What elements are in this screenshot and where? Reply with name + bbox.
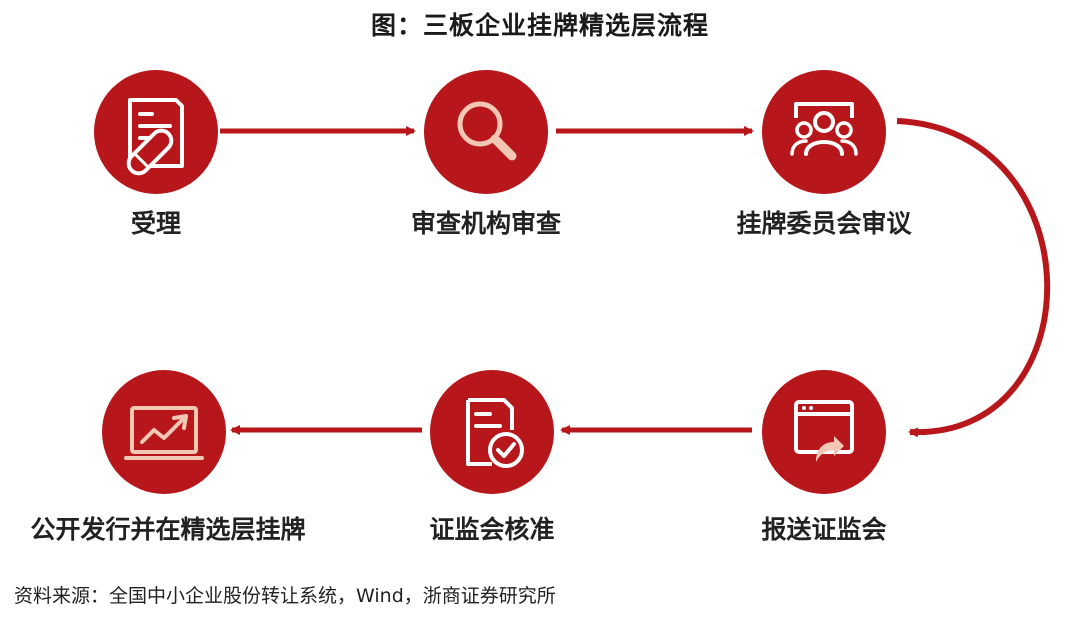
- trend-monitor-icon: [124, 406, 204, 460]
- step-node-committee: [762, 70, 886, 194]
- upload-window-icon: [794, 400, 854, 462]
- document-pen-icon: [126, 98, 184, 176]
- step-label-submit: 报送证监会: [761, 515, 887, 544]
- step-node-submit: [762, 370, 886, 494]
- step-node-listing: [102, 370, 226, 494]
- diagram-title: 图：三板企业挂牌精选层流程: [370, 11, 709, 40]
- step-label-committee: 挂牌委员会审议: [736, 209, 912, 238]
- step-label-listing: 公开发行并在精选层挂牌: [30, 515, 306, 544]
- step-node-approve: [430, 370, 554, 494]
- step-node-review: [424, 70, 548, 194]
- magnifier-icon: [457, 101, 517, 161]
- arrow-3-to-4: [896, 118, 1051, 438]
- step-label-approve: 证监会核准: [429, 515, 555, 544]
- approved-document-icon: [466, 398, 524, 468]
- step-label-accept: 受理: [130, 209, 181, 238]
- step-label-review: 审查机构审查: [410, 209, 561, 238]
- source-note: 资料来源：全国中小企业股份转让系统，Wind，浙商证券研究所: [14, 585, 556, 607]
- committee-icon: [790, 102, 858, 156]
- step-node-accept: [94, 70, 218, 194]
